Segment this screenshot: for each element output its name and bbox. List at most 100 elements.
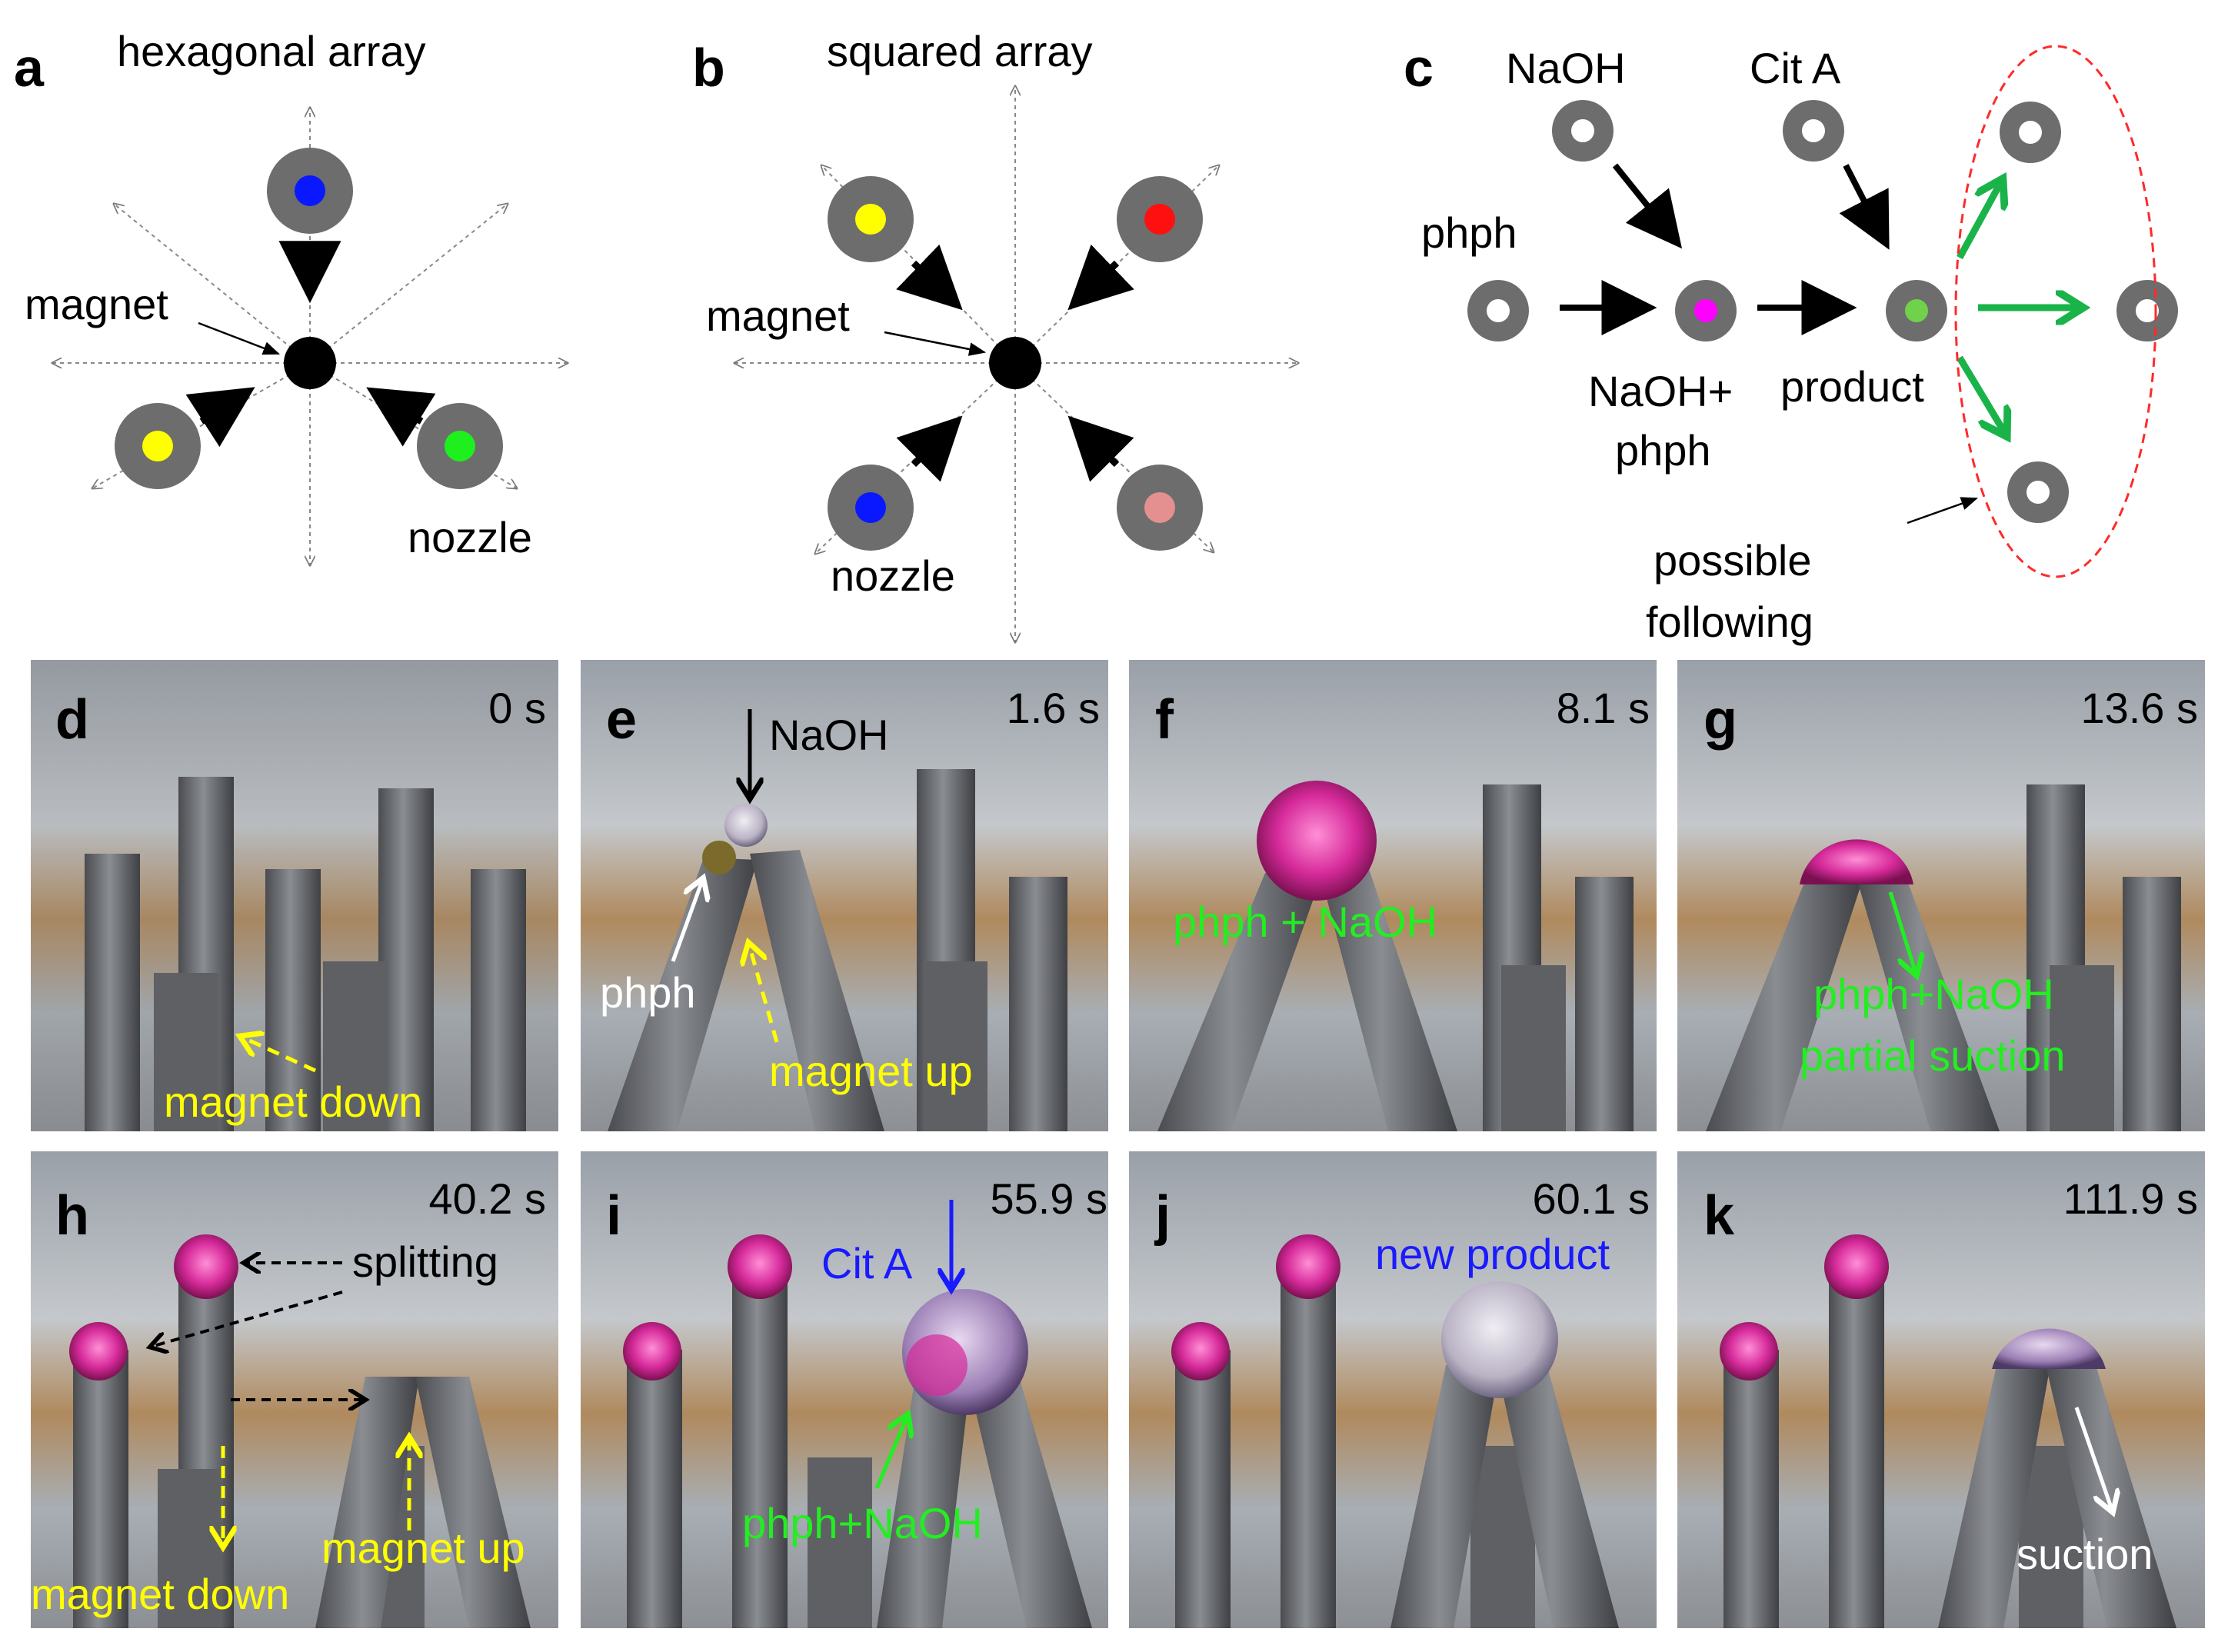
phph-arrow [671, 883, 701, 962]
nozzle-blue [828, 465, 914, 551]
panel-letter: i [606, 1185, 621, 1247]
droplet-center [1276, 1234, 1340, 1299]
panel-letter: b [692, 38, 725, 98]
inner-pink [906, 1334, 967, 1396]
panel-title: squared array [827, 27, 1093, 75]
caption: new product [1375, 1230, 1610, 1278]
phph-label: phph [1421, 208, 1517, 257]
following-label-2: following [1646, 598, 1813, 646]
rods [1157, 784, 1634, 1131]
caption-2: partial suction [1800, 1031, 2066, 1080]
time-label: 60.1 s [1532, 1174, 1650, 1223]
panel-b: b squared array [692, 27, 1298, 642]
reaction-arrows [1560, 163, 1890, 335]
suction-arrow [2074, 1407, 2111, 1507]
nozzle-phph [1467, 280, 1529, 341]
caption-cita: Cit A [821, 1239, 913, 1287]
panel-letter: d [55, 689, 89, 751]
flow-arrows [185, 241, 436, 448]
nozzle-mix [1675, 280, 1737, 341]
caption-magnet-up: magnet up [321, 1524, 525, 1572]
magnet-pointer [198, 321, 281, 355]
nozzle-following-mid [2116, 280, 2178, 341]
nozzle-cita [1783, 100, 1844, 162]
panel-letter: j [1154, 1185, 1171, 1247]
nozzle-label: nozzle [408, 513, 532, 561]
panel-title: hexagonal array [117, 27, 426, 75]
time-label: 8.1 s [1557, 684, 1650, 732]
nozzle-label: nozzle [831, 551, 955, 600]
time-label: 55.9 s [990, 1174, 1107, 1223]
photo-e: e 1.6 s NaOH phph magnet up [581, 660, 1108, 1131]
caption-magnet: magnet up [769, 1047, 973, 1095]
panel-letter: e [606, 689, 637, 751]
rods [1723, 1277, 2176, 1628]
nozzle-product [1886, 280, 1947, 341]
panel-letter: h [55, 1185, 89, 1247]
caption: phph + NaOH [1173, 898, 1437, 946]
droplet-center [728, 1234, 792, 1299]
caption: magnet down [164, 1077, 422, 1126]
following-label-1: possible [1654, 536, 1811, 585]
nozzle-following-bottom [2007, 461, 2069, 523]
time-label: 40.2 s [428, 1174, 546, 1223]
caption-phph-naoh: phph+NaOH [742, 1499, 983, 1547]
droplet-center [174, 1234, 238, 1299]
suction-droplet [1992, 1328, 2106, 1369]
caption-magnet-down: magnet down [31, 1570, 289, 1618]
magnet-arrow [245, 1038, 317, 1073]
magnet-arrow [750, 948, 779, 1043]
droplet-left [69, 1322, 128, 1381]
nozzle-yellow [828, 176, 914, 262]
photo-i: i 55.9 s Cit A phph+NaOH [581, 1151, 1108, 1628]
phph-droplet [702, 841, 736, 874]
photo-j: j 60.1 s new product [1129, 1151, 1657, 1628]
panel-letter: f [1155, 689, 1174, 751]
droplet-left [623, 1322, 681, 1381]
partial-droplet [1800, 839, 1913, 884]
nozzle-yellow [115, 403, 201, 489]
droplet-left [1720, 1322, 1778, 1381]
rods [1175, 1277, 1619, 1628]
rods [85, 777, 526, 1131]
following-region [1954, 45, 2157, 578]
magnet-label: magnet [25, 280, 168, 328]
magnet-label: magnet [706, 291, 850, 340]
nozzle-red [1117, 176, 1203, 262]
time-label: 111.9 s [2063, 1174, 2198, 1223]
nozzle-naoh [1552, 100, 1614, 162]
rods [627, 1277, 1092, 1628]
caption: suction [2017, 1530, 2153, 1578]
naoh-label: NaOH [1506, 44, 1626, 92]
product-droplet [1441, 1281, 1558, 1398]
flow-arrows [896, 244, 1134, 482]
panel-c: c NaOH Cit A phph [1404, 38, 2178, 646]
panel-letter: k [1703, 1185, 1735, 1247]
nozzle-pink [1117, 465, 1203, 551]
nozzle-green [417, 403, 503, 489]
magnet-pointer [884, 331, 987, 356]
photo-g: g 13.6 s phph+NaOH partial suction [1677, 660, 2205, 1131]
time-label: 0 s [488, 684, 546, 732]
droplet-left [1171, 1322, 1230, 1381]
panel-letter: c [1404, 38, 1434, 98]
following-arrows [1957, 185, 2076, 431]
time-label: 1.6 s [1007, 684, 1100, 732]
panel-letter: g [1703, 689, 1737, 751]
panel-a: a hexagonal array [14, 27, 568, 565]
rods [73, 1277, 531, 1628]
time-label: 13.6 s [2080, 684, 2198, 732]
magnet-dot [989, 337, 1041, 389]
split-arrow-2 [154, 1291, 343, 1346]
phph-naoh-arrow [874, 1419, 906, 1489]
panel-letter: a [14, 38, 45, 98]
caption-naoh: NaOH [769, 711, 889, 759]
product-label: product [1780, 362, 1924, 411]
caption-phph: phph [600, 968, 696, 1017]
rods [608, 769, 1067, 1131]
caption-1: phph+NaOH [1813, 970, 2054, 1018]
mix-label-1: NaOH+ [1588, 367, 1733, 415]
photo-d: d 0 s magnet down [31, 660, 558, 1131]
nozzle-following-top [2000, 102, 2061, 163]
